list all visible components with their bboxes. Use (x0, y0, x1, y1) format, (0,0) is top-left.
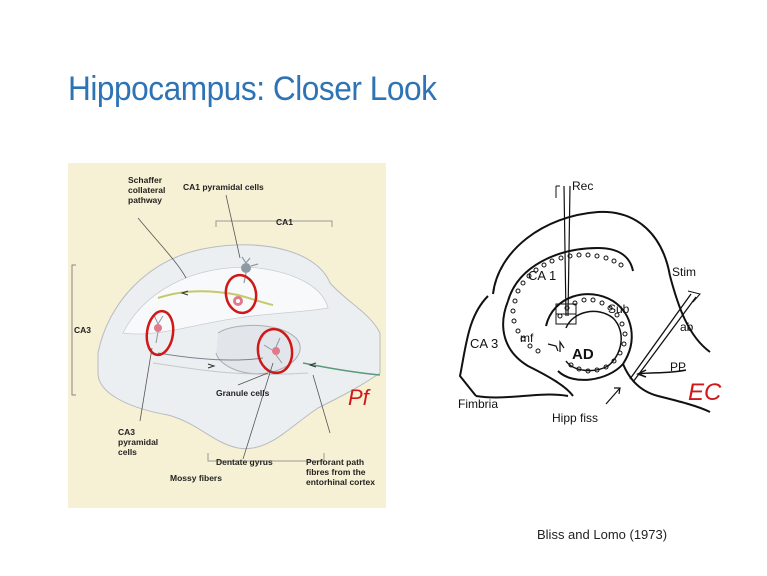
stim-label: Stim (672, 265, 696, 279)
citation: Bliss and Lomo (1973) (537, 527, 667, 542)
ca3-label: CA 3 (470, 336, 498, 351)
ca1-pyramidal-label: CA1 pyramidal cells (183, 182, 264, 192)
dentate-label: Dentate gyrus (216, 457, 273, 467)
sub-label: Sub (608, 302, 630, 316)
outer-contour-top (493, 212, 670, 294)
schaffer-label: Schaffer collateral pathway (128, 175, 168, 205)
inner-contour-left (503, 301, 573, 396)
stim-electrode (630, 294, 696, 382)
mf-arrow (548, 344, 558, 351)
ca1-cell (233, 296, 243, 306)
perforant-label: Perforant path fibres from the entorhina… (306, 457, 375, 487)
ca1-label: CA1 (276, 217, 293, 227)
hipp-fiss-label: Hipp fiss (552, 411, 598, 425)
hippocampus-illustration: Schaffer collateral pathway CA1 pyramida… (68, 163, 386, 508)
bliss-lomo-schematic: Rec CA 1 Stim Sub ab CA 3 mf AD PP Fimbr… (448, 176, 728, 446)
pf-handwritten-annotation: Pf (348, 385, 372, 410)
hipp-fiss-leader (606, 388, 620, 404)
ad-arrow (560, 342, 564, 352)
slide-title: Hippocampus: Closer Look (68, 70, 436, 109)
ec-handwritten-annotation: EC (688, 379, 722, 406)
ad-label: AD (572, 346, 594, 363)
ca1-label: CA 1 (528, 268, 556, 283)
mossy-label: Mossy fibers (170, 473, 222, 483)
granule-label: Granule cells (216, 388, 270, 398)
mf-label: mf (520, 331, 534, 345)
ab-label: ab (680, 320, 694, 334)
ca3-label: CA3 (74, 325, 91, 335)
rec-label: Rec (572, 179, 593, 193)
inner-contour-top (508, 248, 633, 301)
rec-electrode-cap (556, 186, 560, 198)
pp-label: PP (670, 360, 686, 374)
fimbria-label: Fimbria (458, 397, 498, 411)
